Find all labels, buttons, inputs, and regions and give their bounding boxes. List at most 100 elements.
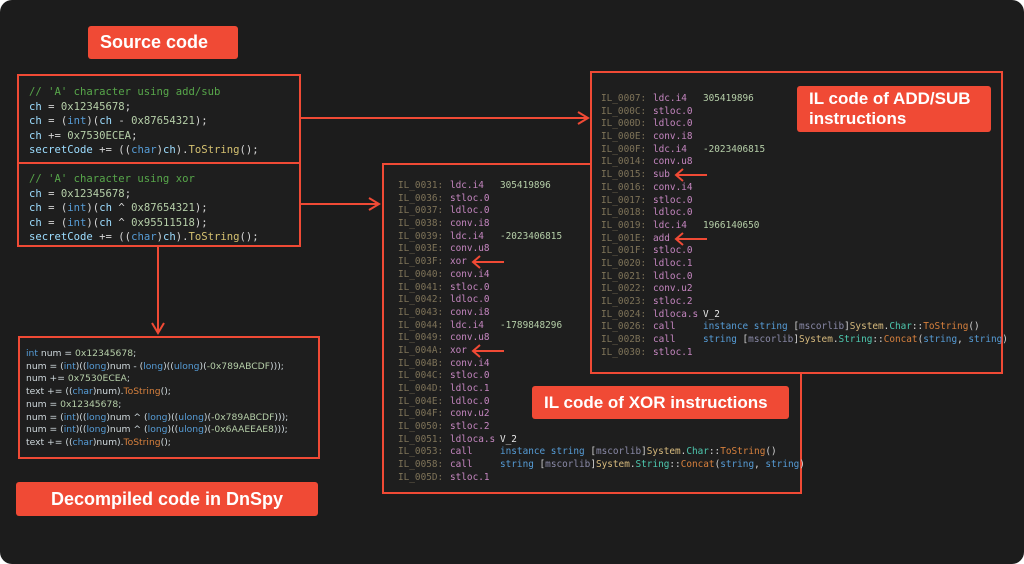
il-line: IL_0039: ldc.i4 -2023406815 (398, 230, 562, 244)
code-token: )( (203, 424, 212, 436)
il-line: IL_0040:conv.i4 (398, 269, 490, 282)
code-token: ch (29, 100, 42, 113)
code-token: -1789848296 (500, 319, 563, 331)
code-token: -0x789ABCDF (206, 360, 271, 372)
il-address: IL_0050: (398, 421, 444, 433)
code-token: text += (( (26, 386, 73, 398)
code-token: ( (917, 334, 924, 346)
il-line: IL_0044:ldc.i4-1789848296 (398, 320, 562, 333)
code-token: () (765, 446, 777, 458)
il-operand: 1966140650 (703, 220, 759, 233)
il-operand: 305419896 (703, 93, 754, 106)
il-opcode: conv.i4 (450, 357, 490, 369)
il-operand: V_2 (703, 309, 720, 322)
code-line: ch = (int)(ch ^ 0x87654321); (29, 201, 259, 216)
code-token: )(( (167, 424, 179, 436)
code-token: char (72, 436, 93, 448)
code-token: // 'A' character using xor (29, 173, 195, 185)
code-token: String (838, 334, 873, 346)
il-address: IL_0017: (601, 194, 647, 206)
code-line: num = 0x12345678; (26, 399, 288, 412)
code-token: )num). (92, 436, 124, 448)
code-line: ch += 0x7530ECEA; (29, 129, 259, 144)
code-token: )( (86, 115, 100, 127)
code-token: int (67, 202, 87, 214)
code-token: ch (99, 115, 112, 127)
decompiled-code: int num = 0x12345678;num = (int)((long)n… (26, 348, 288, 450)
il-line: IL_001E:add (601, 231, 707, 246)
code-token: [ (742, 334, 749, 346)
code-token: Char (686, 446, 709, 458)
code-token: num = ( (26, 424, 64, 436)
code-token: ; (126, 373, 130, 385)
il-address: IL_0018: (601, 207, 647, 219)
code-token: instance string (500, 446, 591, 458)
il-line: IL_0042:ldloc.0 (398, 294, 490, 307)
il-opcode: ldloc.1 (653, 257, 693, 269)
il-line: IL_0030:stloc.1 (601, 347, 693, 360)
code-token: num = (26, 398, 61, 410)
code-token: 305419896 (703, 93, 754, 104)
code-line: ch = 0x12345678; (29, 187, 259, 202)
il-opcode: call (450, 446, 473, 458)
code-token: 1966140650 (703, 219, 760, 231)
code-token: long (147, 424, 168, 436)
il-line: IL_000C:stloc.0 (601, 106, 693, 119)
code-line: // 'A' character using xor (29, 172, 259, 187)
il-address: IL_0043: (398, 306, 444, 318)
code-token: ^ (111, 216, 132, 229)
il-line: IL_0017:stloc.0 (601, 194, 693, 208)
code-token: += (( (92, 144, 132, 156)
code-token: ch (29, 115, 42, 127)
code-token: string (968, 334, 1003, 346)
code-token: ; (131, 129, 138, 142)
il-address: IL_0007: (601, 93, 647, 104)
code-token: = ( (41, 216, 68, 229)
code-token: 305419896 (500, 180, 551, 191)
il-address: IL_0039: (398, 230, 444, 242)
il-line: IL_000E:conv.i8 (601, 131, 693, 144)
il-line: IL_0016:conv.i4 (601, 182, 693, 195)
code-token: )( (86, 216, 100, 229)
il-address: IL_0041: (398, 281, 444, 293)
il-operand: -2023406815 (500, 231, 562, 244)
code-token: ( (714, 459, 721, 471)
code-token: ch (99, 216, 112, 229)
code-token: text += (( (26, 436, 73, 448)
code-token: num = ( (26, 411, 64, 423)
il-opcode: ldc.i4 (450, 230, 484, 242)
il-opcode: stloc.2 (450, 421, 490, 433)
code-line: // 'A' character using add/sub (29, 85, 259, 100)
code-token: ; (133, 348, 137, 359)
il-line: IL_005D:stloc.1 (398, 472, 490, 485)
il-address: IL_0021: (601, 270, 647, 282)
code-token: )(( (163, 360, 174, 372)
il-opcode: conv.u2 (450, 408, 490, 420)
arrow-to-il-addsub (301, 111, 590, 125)
arrow-left-icon (674, 231, 707, 246)
il-line: IL_0021:ldloc.0 (601, 270, 693, 284)
code-token: () (968, 321, 980, 333)
code-token: long (86, 424, 107, 436)
code-token: ch (29, 216, 42, 229)
code-token: ) (799, 459, 805, 471)
il-line: IL_0022:conv.u2 (601, 283, 693, 296)
code-token: . (629, 459, 636, 471)
code-token: :: (911, 321, 924, 333)
code-token: String (635, 459, 670, 471)
code-line: text += ((char)num).ToString(); (26, 437, 288, 450)
code-token: int (67, 115, 87, 127)
code-token: ; (124, 100, 132, 113)
il-opcode: conv.u8 (653, 156, 693, 168)
il-address: IL_0038: (398, 218, 444, 230)
il-opcode: ldc.i4 (450, 180, 484, 191)
decompiled-label: Decompiled code in DnSpy (16, 482, 318, 516)
code-token: )num). (92, 386, 124, 398)
code-token: num = ( (26, 360, 64, 372)
code-token: [ (793, 321, 799, 333)
il-address: IL_002B: (601, 334, 647, 346)
code-line: num = (int)((long)num ^ (long)((ulong)(-… (26, 412, 288, 425)
arrow-to-decompiled (151, 247, 165, 335)
code-token: string (720, 459, 755, 471)
